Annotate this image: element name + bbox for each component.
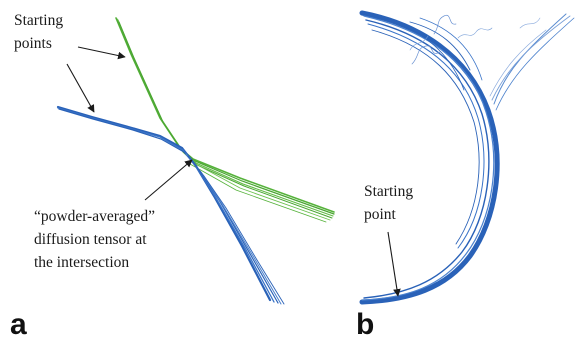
starting-points-line-1: Starting	[14, 12, 63, 29]
branch-strands	[409, 13, 575, 111]
blue-fiber-tract	[56, 105, 285, 305]
intersection-label: “powder-averaged” diffusion tensor at th…	[34, 208, 159, 271]
starting-point-line-2: point	[364, 206, 397, 223]
starting-points-line-2: points	[14, 35, 52, 52]
starting-points-label: Starting points	[14, 12, 67, 52]
arrow-to-arc-start	[387, 231, 401, 297]
intersection-line-1: “powder-averaged”	[34, 208, 155, 225]
panel-b-label: b	[356, 308, 374, 341]
green-fiber-tract	[115, 17, 335, 223]
starting-point-line-1: Starting	[364, 183, 413, 200]
panel-b: Starting point b	[356, 10, 575, 341]
panel-a-label: a	[10, 308, 27, 341]
panel-a: Starting points “powder-averaged” diffus…	[10, 12, 335, 341]
intersection-line-2: diffusion tensor at	[34, 231, 147, 248]
arrow-to-intersection	[144, 159, 193, 201]
blue-arc-tract	[359, 10, 500, 305]
intersection-line-3: the intersection	[34, 254, 129, 271]
arrow-to-green-start	[77, 46, 126, 60]
arrow-to-blue-start	[66, 63, 95, 113]
starting-point-label: Starting point	[364, 183, 417, 223]
